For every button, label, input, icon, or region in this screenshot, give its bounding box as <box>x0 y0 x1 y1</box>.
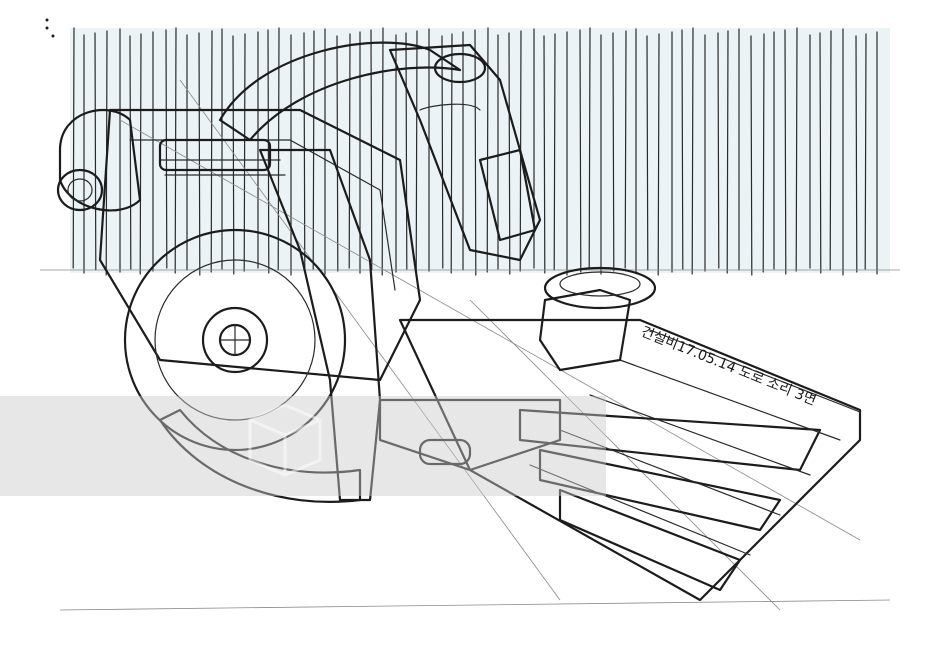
hatch-line <box>94 32 97 271</box>
hatch-line <box>370 29 373 271</box>
hatch-line <box>612 32 615 272</box>
hatch-line <box>198 32 201 276</box>
hatch-line <box>691 27 694 275</box>
hatch-line <box>450 33 453 274</box>
top-handle <box>218 41 542 262</box>
hatch-line <box>336 35 339 272</box>
hatch-line <box>855 35 858 273</box>
watermark-band <box>0 396 606 496</box>
hatch-line <box>348 33 351 269</box>
hatch-line <box>681 29 684 270</box>
hatch-line <box>588 27 591 270</box>
hatch-line <box>624 30 627 269</box>
hatch-line <box>717 32 720 269</box>
front-knob <box>538 266 657 372</box>
hatch-line <box>474 29 477 276</box>
hatch-line <box>405 32 408 270</box>
hatch-line <box>441 35 444 269</box>
hatch-line <box>129 35 132 270</box>
hatch-line <box>210 30 213 273</box>
hatch-line <box>864 33 867 270</box>
hatch-line <box>657 33 660 276</box>
hatch-line <box>165 29 168 269</box>
base-rail-plate <box>378 318 862 602</box>
construction-lines <box>40 79 900 611</box>
hatch-line <box>543 35 546 274</box>
hatch-line <box>784 29 787 275</box>
hatch-line <box>795 27 798 272</box>
hatch-line <box>267 29 270 274</box>
hatch-line <box>415 30 418 275</box>
hatch-line <box>553 33 556 271</box>
hatch-line <box>750 35 753 276</box>
hatch-line <box>72 27 75 269</box>
pen-sketch-icon <box>45 18 55 38</box>
hatch-line <box>486 27 489 273</box>
hatch-line <box>646 35 649 271</box>
hatch-line <box>232 35 235 275</box>
hatch-line <box>819 32 822 274</box>
hatch-line <box>579 29 582 273</box>
hatch-line <box>139 33 142 275</box>
hatch-line <box>303 32 306 273</box>
hatch-line <box>243 33 246 272</box>
hatch-line <box>726 30 729 274</box>
hatch-line <box>829 30 832 271</box>
hatch-line <box>762 33 765 273</box>
backdrop-hatching <box>70 27 890 276</box>
hatch-line <box>174 27 177 274</box>
dust-port <box>56 108 142 212</box>
watermark-cube-icon <box>248 403 322 477</box>
blade-assembly <box>123 148 382 503</box>
